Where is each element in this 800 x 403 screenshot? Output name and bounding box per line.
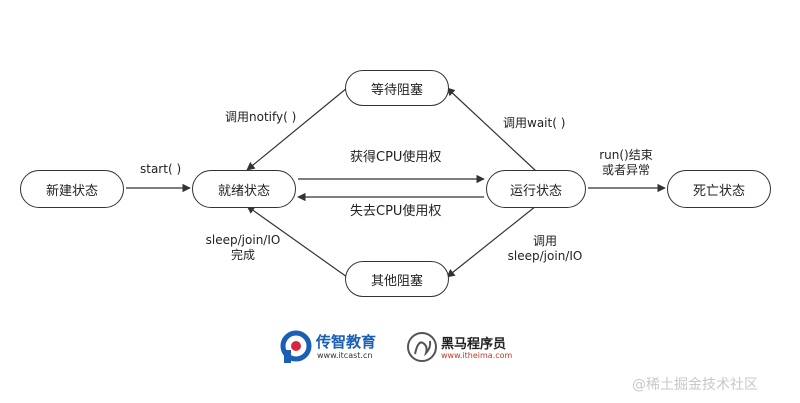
label-run-end: run()结束 或者异常	[593, 148, 659, 178]
itcast-url: www.itcast.cn	[317, 351, 373, 360]
label-wait: 调用wait( )	[503, 116, 566, 130]
state-other-blocked: 其他阻塞	[345, 261, 449, 297]
label-start: start( )	[140, 162, 182, 176]
arrow-sleep-done	[246, 205, 348, 278]
label-sleep-call: 调用 sleep/join/IO	[500, 234, 590, 264]
arrow-notify	[246, 87, 348, 171]
state-dead: 死亡状态	[667, 170, 771, 208]
label-get-cpu: 获得CPU使用权	[350, 150, 442, 165]
label-sleep-call-line1: 调用	[532, 234, 557, 248]
label-sleep-done: sleep/join/IO 完成	[198, 233, 288, 263]
itcast-logo-icon	[280, 330, 312, 363]
label-sleep-call-line2: sleep/join/IO	[507, 249, 583, 263]
itheima-logo-icon	[407, 332, 437, 362]
state-waiting-blocked: 等待阻塞	[345, 70, 449, 106]
label-sleep-done-line2: 完成	[230, 248, 255, 262]
label-lose-cpu: 失去CPU使用权	[350, 204, 442, 219]
arrow-wait	[446, 87, 537, 172]
arrow-sleep-call	[446, 205, 537, 278]
itcast-brand-name: 传智教育	[316, 333, 377, 351]
label-sleep-done-line1: sleep/join/IO	[205, 233, 281, 247]
watermark: @稀土掘金技术社区	[632, 377, 758, 393]
label-notify: 调用notify( )	[225, 110, 297, 124]
label-run-end-line2: 或者异常	[601, 163, 650, 177]
itheima-url: www.itheima.com	[441, 351, 513, 360]
state-running: 运行状态	[486, 170, 586, 208]
state-new: 新建状态	[20, 170, 124, 208]
state-ready: 就绪状态	[192, 170, 296, 208]
itheima-brand-name: 黑马程序员	[441, 337, 507, 352]
label-run-end-line1: run()结束	[599, 148, 653, 162]
